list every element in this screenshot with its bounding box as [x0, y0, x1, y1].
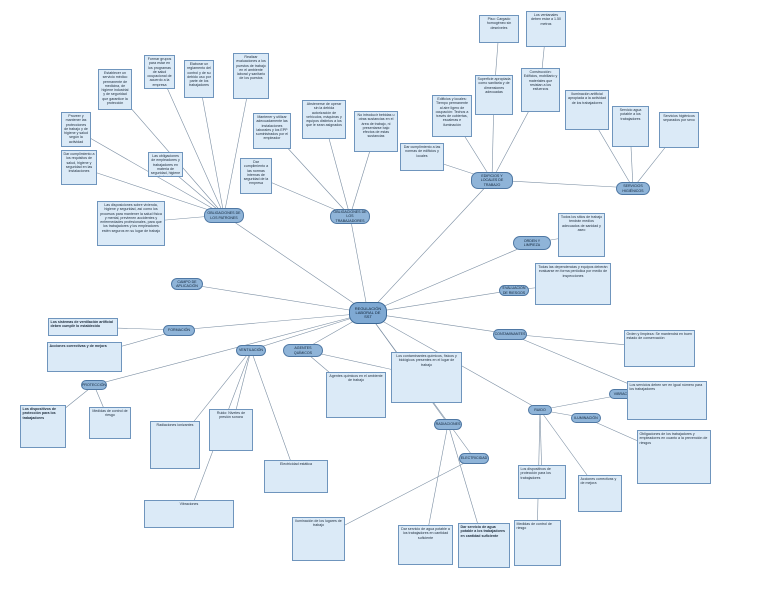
node-n23: Todos los sitios de trabajo tendrán medi…	[558, 213, 605, 257]
node-n3: Elaborar un reglamento del control y de …	[184, 60, 214, 98]
node-n5: Proveer y mantener las protecciones de t…	[61, 112, 91, 147]
connector-line	[78, 166, 225, 216]
connector-line	[250, 349, 297, 477]
pill-evaluacion-riesgos: EVALUACIÓN DE RIESGOS	[499, 285, 529, 296]
node-n38: Electricidad estática	[264, 460, 328, 493]
connector-line	[186, 283, 369, 314]
connector-line	[424, 423, 449, 546]
node-n6: Dar cumplimiento a los requisitos de sal…	[61, 150, 97, 185]
node-n-bottom-c: Los dispositivos de protección para los …	[518, 465, 566, 499]
node-n22: Dar cumplimiento a las normas de edifici…	[400, 143, 444, 171]
connector-line	[491, 179, 634, 189]
node-n29: Agentes químicos en el ambiente de traba…	[326, 372, 386, 418]
node-n27: Obligaciones de los trabajadores y emple…	[637, 430, 711, 484]
node-n-bottom-a: Dar servicio de agua potable a los traba…	[458, 523, 510, 568]
node-n25: Orden y limpieza: Se mantendrá en buen e…	[624, 330, 695, 367]
node-n32: Los dispositivos de protección para los …	[20, 405, 66, 448]
connector-line	[198, 78, 225, 216]
connector-line	[93, 312, 369, 386]
node-n24: Todas las dependencias y equipos deberán…	[535, 263, 611, 305]
node-n31: Acciones correctivas y de mejora	[47, 342, 122, 372]
pill-campo-aplicacion: CAMPO DE APLICACIÓN	[171, 278, 203, 290]
pill-obligaciones-trabajadores: OBLIGACIONES DE LOS TRABAJADORES	[330, 209, 370, 224]
root-node: REGULACIÓN LABORAL DE SST	[349, 302, 387, 324]
node-n-bottom-d: Acciones correctivas y de mejora	[578, 475, 622, 512]
pill-proteccion: PROTECCIÓN	[81, 380, 107, 390]
connector-line	[178, 312, 369, 331]
pill-ruido: RUIDO	[528, 405, 552, 415]
node-n21: Dar servicio de agua potable a los traba…	[398, 525, 453, 565]
pill-contaminantes: CONTAMINANTES	[493, 329, 527, 340]
node-n10: Dar cumplimiento a las normas internas d…	[240, 158, 272, 194]
pill-obligaciones-patrones: OBLIGACIONES DE LOS PATRONES	[204, 208, 244, 223]
node-n35: Ruido: Niveles de presión sonora	[209, 409, 253, 451]
connector-line	[349, 215, 369, 314]
pill-servicios-higienicos: SERVICIOS HIGIÉNICOS	[616, 182, 650, 195]
node-n16: Piso: Cargado homogéneo sin desniveles	[479, 15, 519, 43]
node-n7: Mantener y utilizar adecuadamente las in…	[253, 113, 291, 149]
node-n20: Servicios higiénicos separados por sexo	[659, 112, 699, 148]
connector-line	[159, 71, 225, 216]
node-n9: No introducir bebidas u otras sustancias…	[354, 111, 398, 152]
pill-orden-limpieza: ORDEN Y LIMPIEZA	[513, 236, 551, 250]
connector-line	[367, 242, 533, 314]
pill-agentes-quimicos: AGENTES QUÍMICOS	[283, 344, 323, 357]
node-n34: Radiaciones ionizantes	[150, 421, 200, 469]
pill-electricidad: ELECTRICIDAD	[459, 453, 489, 464]
node-n13: Edificios y locales: Tiempo permanente a…	[432, 95, 472, 137]
connector-line	[223, 75, 252, 216]
node-n-bottom-b: Medidas de control de riesgo	[514, 520, 561, 566]
node-n19: Servicio agua potable a los trabajadores	[612, 106, 649, 147]
node-n4: Realizar evaluaciones a los puestos de t…	[233, 53, 269, 99]
node-n2: Formar grupos para estar en los programa…	[144, 55, 175, 89]
pill-formacion: FORMACIÓN	[163, 325, 195, 336]
node-n12: Las disposiciones sobre vivienda, higien…	[97, 201, 165, 246]
node-n1: Establecer un servicio médico permanente…	[98, 69, 132, 110]
pill-edificios-locales: EDIFICIOS Y LOCALES DE TRABAJO	[471, 172, 513, 189]
connector-line	[223, 214, 369, 314]
node-n17: Los ventanales deben estar a 1.50 metros	[526, 11, 566, 47]
pill-ventilacion: VENTILACIÓN	[236, 345, 266, 356]
node-n8: Abstenerse de operar sin la debida autor…	[302, 100, 346, 139]
node-n15: Construcción: Edificios, mobiliario y ma…	[521, 68, 560, 112]
pill-iluminacion: ILUMINACIÓN	[571, 413, 601, 423]
node-n14: Superficie apropiada como sanitaria y de…	[475, 75, 513, 115]
connector-line	[250, 312, 369, 351]
pill-radiaciones: RADIACIONES	[434, 419, 462, 430]
node-n26: Los servicios deben ser en igual número …	[627, 381, 707, 420]
connector-line	[367, 312, 511, 335]
node-n18: Iluminación artificial apropiada a la ac…	[565, 90, 609, 130]
node-n30: Los sistemas de ventilación artificial d…	[48, 318, 118, 336]
node-n33: Medidas de control de riesgo	[89, 407, 131, 439]
node-n11: Las obligaciones de empleadores y trabaj…	[148, 152, 183, 177]
node-n28: Los contaminantes químicos, físicos y bi…	[391, 352, 462, 403]
node-n36: Vibraciones	[144, 500, 234, 528]
connector-line	[367, 179, 493, 314]
connector-line	[367, 289, 515, 314]
node-n37: Iluminación de los lugares de trabajo	[292, 517, 345, 561]
